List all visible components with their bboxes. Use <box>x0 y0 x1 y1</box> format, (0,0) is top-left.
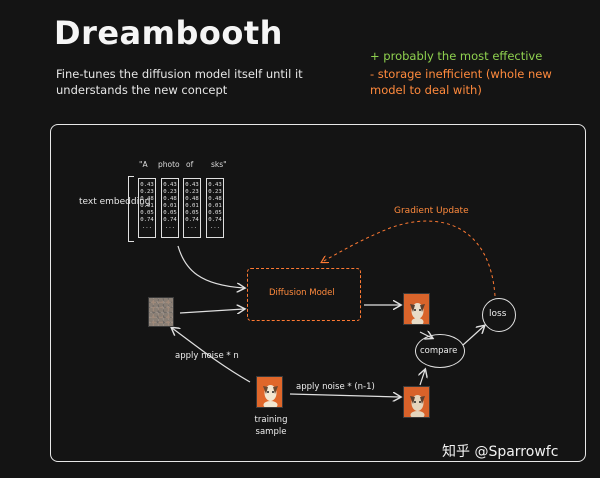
loss-label: loss <box>489 309 507 319</box>
sentence-token: of <box>186 160 194 169</box>
sentence-token: sks" <box>211 160 227 169</box>
page-title: Dreambooth <box>54 14 283 52</box>
arrow-target-to-compare <box>420 370 425 386</box>
predicted-image <box>403 293 430 325</box>
sentence-token: "A <box>139 160 148 169</box>
cons-note: - storage inefficient (whole new model t… <box>370 67 552 97</box>
gradient-update-label: Gradient Update <box>394 206 469 216</box>
text-embedding-label: text embedding <box>79 197 151 207</box>
dog-image-icon <box>257 377 282 407</box>
noisy-image-n <box>148 297 174 327</box>
apply-noise-n-label: apply noise * n <box>175 351 239 361</box>
arrow-compare-to-loss <box>462 326 484 346</box>
arrow-embedding-to-model <box>177 245 244 288</box>
diagram-frame <box>50 124 586 462</box>
arrow-gradient-update <box>322 220 496 297</box>
loss-node <box>482 298 516 332</box>
apply-noise-n-minus-1-label: apply noise * (n-1) <box>296 382 375 392</box>
arrow-sample-to-target <box>289 394 400 397</box>
embedding-bracket <box>128 176 134 242</box>
sentence-token: photo <box>158 160 180 169</box>
diffusion-model-label: Diffusion Model <box>269 288 335 298</box>
compare-label: compare <box>420 346 458 356</box>
pros-note: + probably the most effective <box>370 49 543 63</box>
diffusion-model-box <box>247 268 361 321</box>
subtitle: Fine-tunes the diffusion model itself un… <box>56 67 303 97</box>
noisy-image-n-minus-1 <box>403 386 430 418</box>
compare-node <box>415 334 465 368</box>
dog-image-icon <box>404 294 429 324</box>
training-sample-image <box>256 376 283 408</box>
dog-image-icon <box>404 387 429 417</box>
arrow-noisy-to-model <box>179 309 244 313</box>
watermark: 知乎 @Sparrowfc <box>442 444 559 460</box>
arrow-sample-to-noisy <box>172 328 251 383</box>
training-sample-label: training sample <box>254 415 288 437</box>
